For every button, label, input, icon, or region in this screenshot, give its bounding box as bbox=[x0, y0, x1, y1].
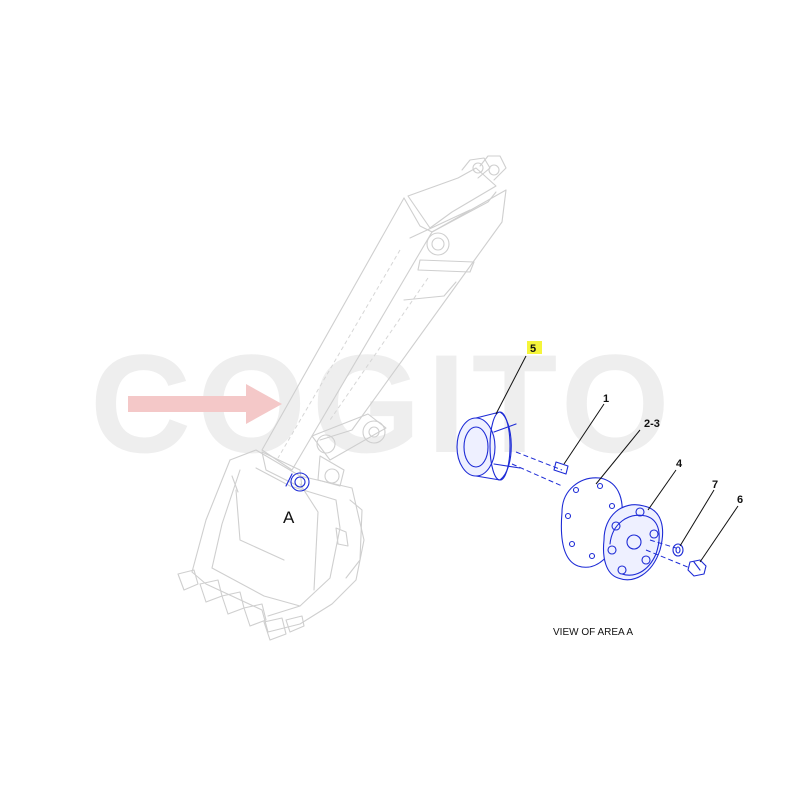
callout-5[interactable]: 5 bbox=[495, 341, 542, 415]
callout-7[interactable]: 7 bbox=[679, 479, 718, 547]
callout-label: 7 bbox=[712, 479, 718, 491]
callout-1[interactable]: 1 bbox=[563, 393, 609, 465]
part-7-washer[interactable] bbox=[672, 543, 684, 557]
callout-label: 4 bbox=[676, 458, 683, 470]
leader-line bbox=[647, 469, 677, 511]
callout-label: 1 bbox=[603, 393, 609, 405]
view-caption: VIEW OF AREA A bbox=[553, 627, 633, 638]
callout-2-3[interactable]: 2-3 bbox=[595, 418, 660, 485]
pin-location-marker bbox=[285, 472, 310, 492]
leader-line bbox=[563, 403, 605, 465]
bucket bbox=[177, 449, 365, 641]
leader-line bbox=[679, 489, 715, 547]
callout-highlight bbox=[527, 341, 542, 354]
watermark: COGITO bbox=[90, 325, 670, 482]
part-1-dowel[interactable] bbox=[553, 461, 569, 475]
part-4-flange[interactable] bbox=[602, 504, 691, 581]
part-5-pin[interactable] bbox=[456, 411, 563, 487]
bucket-linkage bbox=[261, 413, 387, 489]
callout-label: 2-3 bbox=[644, 418, 660, 430]
leader-line bbox=[495, 355, 527, 415]
callout-label: 6 bbox=[737, 494, 743, 506]
part-6-bolt[interactable] bbox=[687, 559, 707, 577]
leader-line bbox=[595, 429, 641, 485]
callout-6[interactable]: 6 bbox=[699, 494, 743, 563]
area-label: A bbox=[283, 508, 295, 527]
callout-label: 5 bbox=[530, 343, 536, 355]
callout-4[interactable]: 4 bbox=[647, 458, 683, 511]
leader-line bbox=[699, 505, 739, 563]
excavator-stick bbox=[261, 155, 507, 471]
watermark-arrow-icon bbox=[128, 384, 282, 424]
